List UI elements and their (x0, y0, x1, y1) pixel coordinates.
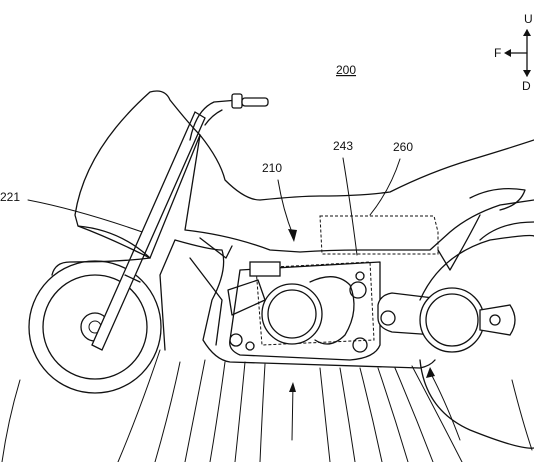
motor-rotor-outer (261, 283, 323, 345)
handlebar-clamp (231, 93, 243, 109)
leader-lower-center (291, 383, 294, 441)
lower-center-arrowhead (289, 382, 296, 392)
rear-hub-inner (425, 293, 479, 347)
front-rim (42, 274, 148, 380)
motor-rotor-inner (267, 289, 317, 339)
rear-fender (419, 234, 534, 301)
motor-gear-case (309, 276, 355, 345)
leader-243 (342, 157, 358, 256)
leader-221 (27, 199, 149, 235)
pulley-upper (349, 281, 367, 299)
front-tire-outer (28, 260, 162, 394)
cowl-lower-edge (77, 225, 151, 259)
motor-inner-outline (255, 261, 375, 346)
mount-bolt (245, 341, 255, 351)
motor-top-bracket (249, 261, 281, 277)
swing-arm-pivot (380, 310, 396, 326)
front-wheel (28, 260, 162, 394)
leader-lower-right (429, 371, 461, 441)
rear-cowl-tail (469, 187, 526, 211)
fork-clamp (124, 274, 141, 283)
ref-260: 260 (393, 140, 413, 154)
orientation-front-label: F (494, 46, 501, 60)
body-panel-top (199, 134, 534, 201)
mount-top (355, 271, 365, 281)
leader-line-field (1, 349, 533, 462)
up-arrowhead (523, 29, 531, 36)
orientation-down-label: D (522, 79, 531, 93)
motor-housing (229, 261, 381, 361)
front-arrowhead (504, 49, 511, 57)
orientation-up-label: U (524, 12, 533, 26)
leader-260 (369, 158, 401, 216)
rear-wheel (419, 221, 534, 449)
handlebar (189, 93, 269, 141)
rear-tire-upper (479, 221, 534, 241)
lower-right-arrowhead (426, 367, 435, 378)
down-arrowhead (523, 70, 531, 77)
front-fork (91, 111, 206, 351)
rear-frame-strut (437, 214, 481, 271)
rear-hub-outer (419, 287, 485, 353)
rear-axle-bracket (479, 304, 516, 336)
figure-number: 200 (336, 63, 356, 77)
orientation-indicator: U F D (494, 12, 533, 93)
frame-strut-left (189, 257, 223, 346)
handlebar-cable (204, 109, 223, 126)
mount-left (229, 333, 243, 347)
front-cowl (74, 90, 201, 259)
motor-assembly (227, 261, 381, 361)
motor-controller (227, 279, 266, 316)
ref-221: 221 (0, 190, 20, 204)
leader-210-arrowhead (288, 229, 297, 242)
handlebar-stem (189, 99, 239, 141)
leader-210 (277, 179, 294, 236)
fork-tube (91, 111, 206, 351)
ref-243: 243 (333, 139, 353, 153)
handlebar-grip (241, 97, 269, 107)
main-frame-upper (184, 134, 534, 253)
rear-axle (489, 314, 501, 326)
ref-210: 210 (262, 161, 282, 175)
rear-tire-lower (419, 359, 534, 449)
pulley-lower (352, 337, 368, 353)
down-tube (159, 239, 176, 351)
battery-unit-260 (319, 215, 439, 255)
frame-gusset (199, 237, 233, 259)
front-fender (51, 257, 151, 276)
